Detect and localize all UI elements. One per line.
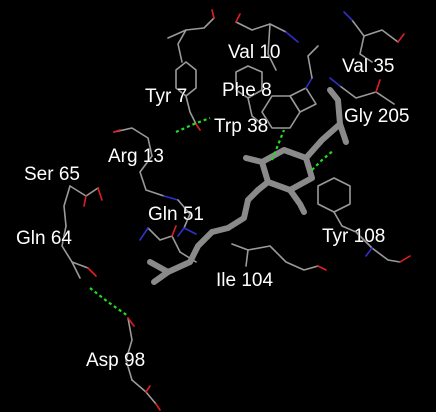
label-phe-8: Phe 8 [222, 80, 272, 101]
residue-sticks [61, 9, 411, 411]
ligand-sticks [147, 87, 349, 285]
label-arg-13: Arg 13 [108, 146, 164, 167]
label-trp-38: Trp 38 [214, 116, 268, 137]
label-gln-51: Gln 51 [148, 204, 204, 225]
label-val-10: Val 10 [228, 42, 280, 63]
label-asp-98: Asp 98 [86, 350, 145, 371]
label-tyr-108: Tyr 108 [322, 226, 385, 247]
label-ser-65: Ser 65 [24, 164, 80, 185]
label-tyr-7: Tyr 7 [145, 86, 187, 107]
label-gln-64: Gln 64 [16, 228, 72, 249]
hydrogen-bonds [89, 116, 335, 317]
label-ile-104: Ile 104 [216, 270, 273, 291]
residue-labels: Val 10 Val 35 Tyr 7 Phe 8 Gly 205 Trp 38… [16, 42, 410, 372]
label-gly-205: Gly 205 [344, 106, 409, 127]
label-val-35: Val 35 [342, 56, 394, 77]
